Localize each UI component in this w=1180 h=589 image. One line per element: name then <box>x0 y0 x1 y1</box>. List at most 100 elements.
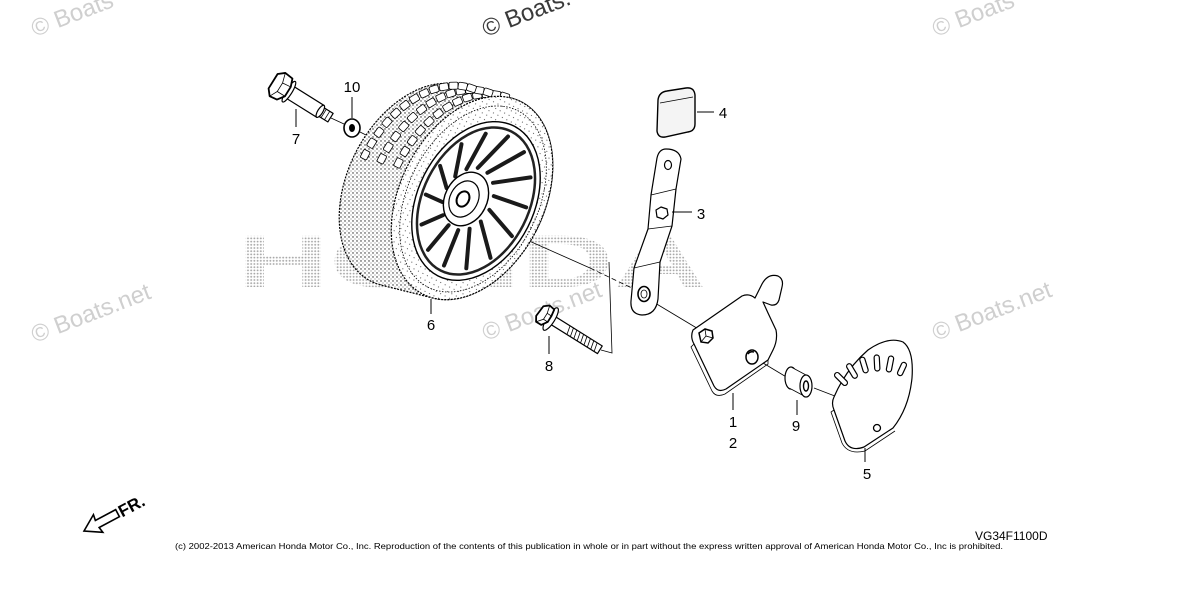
part-4-cap <box>656 87 696 138</box>
tread-block <box>366 137 377 149</box>
part-5-cover <box>830 339 913 453</box>
part-8-flange-bolt <box>535 304 603 355</box>
watermark-middle-right: © Boats.net <box>928 276 1055 346</box>
rim-spoke <box>464 131 488 172</box>
assembly-line-bolt-8 <box>600 261 613 354</box>
tread-block <box>482 87 494 98</box>
rim-spoke <box>485 150 526 175</box>
tread-block <box>376 153 387 165</box>
tread-block <box>399 100 411 111</box>
cover-slot <box>846 363 858 379</box>
watermark-top-center: © Boats. <box>478 0 574 43</box>
cap-top-edge <box>659 96 694 104</box>
tread-block <box>445 88 457 99</box>
bolt-groove <box>324 111 331 121</box>
callout-5[interactable]: 5 <box>863 466 871 483</box>
collar-bore <box>802 380 810 392</box>
tread-block <box>448 81 459 90</box>
front-arrow-icon <box>82 508 121 534</box>
callout-8[interactable]: 8 <box>545 358 553 375</box>
rim-spoke <box>491 175 533 185</box>
bracket-top-hole <box>663 159 673 171</box>
tread-block <box>393 157 404 169</box>
tread-block <box>425 97 437 108</box>
callout-6[interactable]: 6 <box>427 317 435 334</box>
callout-1[interactable]: 1 <box>729 414 737 431</box>
tread-block <box>360 149 371 161</box>
part-1-adjuster-plate <box>690 274 784 396</box>
rim-spoke <box>453 142 464 179</box>
bolt-groove <box>320 108 327 118</box>
bolt-shank-end <box>315 104 326 118</box>
rim-spoke <box>487 207 514 239</box>
callout-10[interactable]: 10 <box>344 79 361 96</box>
cover-slot <box>885 355 895 373</box>
tread-block <box>466 83 477 93</box>
cover-thickness-edge <box>830 409 896 453</box>
tread-block <box>398 121 410 132</box>
tread-block <box>390 107 402 119</box>
cover-slot <box>833 371 849 387</box>
callout-4[interactable]: 4 <box>719 105 727 122</box>
tread-block <box>452 96 464 107</box>
tread-block <box>462 92 473 103</box>
bolt-threads <box>566 325 598 352</box>
part-callouts: 10 7 6 4 3 8 1 2 9 5 <box>292 79 871 483</box>
callout-2[interactable]: 2 <box>729 435 737 452</box>
cover-slot <box>896 361 908 377</box>
copyright-notice: (c) 2002-2013 American Honda Motor Co., … <box>175 541 1003 551</box>
cover-screw-hole <box>872 423 882 433</box>
front-direction-indicator: FR. <box>82 491 148 534</box>
tread-block <box>373 126 385 138</box>
rim-spoke <box>491 194 529 210</box>
tread-block <box>416 104 428 115</box>
cover-slot <box>859 356 869 374</box>
bracket-folds <box>633 188 677 269</box>
wheel-spokes <box>419 131 533 271</box>
part-7-shoulder-bolt <box>267 72 334 123</box>
part-3-bracket <box>630 148 682 316</box>
plate-hex-nut-faces <box>700 328 714 343</box>
bolt-hex-faces <box>535 305 552 323</box>
rim-spoke <box>419 213 445 227</box>
wheel-hub-bore <box>455 190 471 208</box>
callout-7[interactable]: 7 <box>292 131 300 148</box>
rim-spoke <box>426 223 451 252</box>
watermark-top-left: © Boats <box>27 0 117 43</box>
bolt-hex-faces <box>269 72 291 97</box>
part-9-collar <box>784 366 813 398</box>
tread-block <box>399 145 411 158</box>
tread-block <box>435 92 447 103</box>
tire-sidewall-inner-edge <box>399 105 547 293</box>
tread-block <box>432 108 444 120</box>
tread-block <box>408 93 421 104</box>
bracket-pivot-hole <box>637 285 651 303</box>
leader-lines <box>295 97 866 462</box>
watermark-top-right: © Boats <box>928 0 1018 43</box>
diagram-code: VG34F1100D <box>975 529 1048 543</box>
tread-block <box>418 88 430 99</box>
rim-spoke <box>423 192 445 204</box>
cover-face <box>831 339 913 450</box>
cover-slot <box>873 354 881 372</box>
plate-face <box>691 274 784 392</box>
tread-block <box>406 112 418 123</box>
part-6-wheel <box>338 81 554 301</box>
cap-body <box>656 87 696 138</box>
rim-spoke <box>475 134 510 170</box>
bolt-shaft <box>549 315 603 355</box>
tread-block <box>383 141 394 153</box>
rim-spoke <box>464 226 472 271</box>
tread-block <box>390 130 401 143</box>
tread-block <box>438 82 450 92</box>
bracket-pivot-hole-inner <box>640 289 648 299</box>
assembly-line-bracket-plate <box>649 299 701 331</box>
callout-9[interactable]: 9 <box>792 418 800 435</box>
cover-slots <box>833 354 908 387</box>
callout-3[interactable]: 3 <box>697 206 705 223</box>
bracket-nut <box>655 206 669 220</box>
tread-block <box>423 116 435 128</box>
rim-spoke <box>478 219 493 260</box>
